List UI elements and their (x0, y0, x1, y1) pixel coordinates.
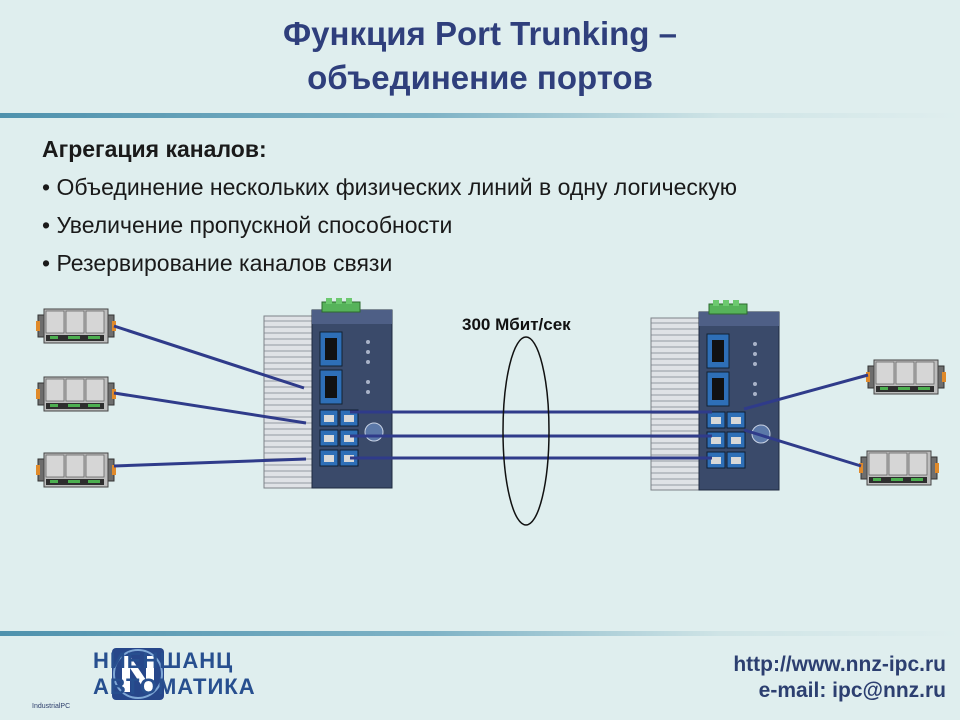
speed-label: 300 Мбит/сек (462, 315, 571, 334)
cables (113, 324, 869, 468)
bullet-item: • Резервирование каналов связи (42, 250, 393, 276)
bullet-item: • Объединение нескольких физических лини… (42, 174, 737, 200)
switch-right (650, 299, 780, 491)
email-link[interactable]: e-mail: ipc@nnz.ru (758, 679, 946, 702)
company-logo-icon (112, 648, 164, 700)
slide-title: Функция Port Trunking – объединение порт… (0, 12, 960, 100)
brand-name-line1: НИЕНШАНЦ (93, 648, 234, 673)
website-link[interactable]: http://www.nnz-ipc.ru (733, 653, 946, 676)
content-heading: Агрегация каналов: (42, 136, 267, 162)
trunk-group-ellipse (502, 336, 550, 526)
title-divider (0, 113, 960, 118)
logo-subtitle: IndustrialPC (32, 703, 71, 710)
bullet-item: • Увеличение пропускной способности (42, 212, 453, 238)
plc-device-right-2 (858, 450, 940, 486)
slide-title-line2: объединение портов (307, 59, 653, 96)
plc-device-right-1 (865, 359, 947, 395)
plc-device-left-3 (35, 452, 117, 488)
brand-name-line2: АВТОМАТИКА (93, 674, 256, 699)
plc-device-left-2 (35, 376, 117, 412)
contact-block: http://www.nnz-ipc.ru e-mail: ipc@nnz.ru (733, 652, 946, 704)
plc-device-left-1 (35, 308, 117, 344)
footer-divider (0, 631, 960, 636)
slide-title-line1: Функция Port Trunking – (283, 15, 677, 52)
slide-content: Агрегация каналов: • Объединение несколь… (42, 130, 922, 282)
